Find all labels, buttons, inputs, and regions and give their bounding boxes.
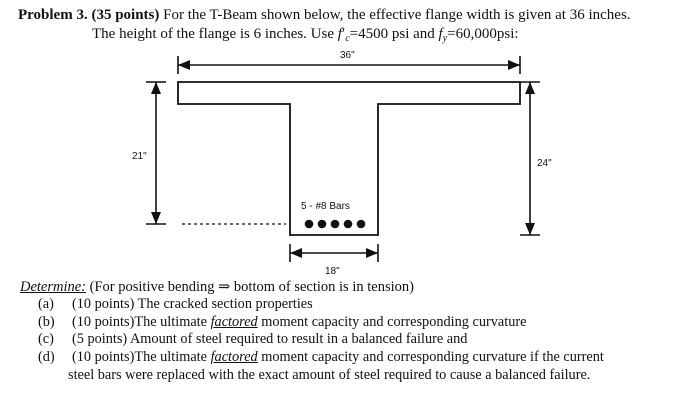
fy-symbol: f <box>438 26 443 42</box>
rebar-5 <box>356 219 366 229</box>
problem-label: Problem 3. (35 points) <box>18 7 160 23</box>
determine-label: Determine: <box>20 279 87 295</box>
item-text: (10 points)The ultimate <box>72 349 211 365</box>
dim-21-arrow-bottom <box>151 212 161 224</box>
fc-value: =4500 psi and <box>349 26 439 42</box>
t-beam-outline <box>177 81 521 236</box>
list-item-continuation: steel bars were replaced with the exact … <box>68 367 590 384</box>
web-width-label: 18" <box>325 266 340 277</box>
dim-21-arrow-top <box>151 82 161 94</box>
dim-18-arrow-right <box>366 248 378 258</box>
item-text: (10 points) The cracked section properti… <box>72 296 313 312</box>
rebar-3 <box>330 219 340 229</box>
item-letter: (b) <box>38 314 55 330</box>
fc-prime: ′ <box>341 26 346 42</box>
list-item: (d) (10 points)The ultimate factored mome… <box>38 349 604 366</box>
flange-width-label: 36" <box>340 50 355 61</box>
determine-intro-b: bottom of section is in tension) <box>230 279 414 295</box>
fc-symbol: f <box>337 26 342 42</box>
item-text-cont: moment capacity and corresponding curvat… <box>257 314 527 330</box>
list-item: (a) (10 points) The cracked section prope… <box>38 296 313 313</box>
rebar-4 <box>343 219 353 229</box>
fy-subscript: y <box>442 33 448 44</box>
problem-statement-line2: The height of the flange is 6 inches. Us… <box>92 25 519 48</box>
item-text: steel bars were replaced with the exact … <box>68 367 591 383</box>
problem-statement-text: For the T-Beam shown below, the effectiv… <box>163 7 631 23</box>
item-emphasis: factored <box>210 349 258 365</box>
item-text: (10 points)The ultimate <box>72 314 211 330</box>
dim-24-arrow-bottom <box>525 223 535 235</box>
item-text: (5 points) Amount of steel required to r… <box>72 331 468 347</box>
left-height-label: 21" <box>132 151 147 162</box>
implies-arrow-icon: ⇒ <box>218 279 231 295</box>
determine-intro: Determine: (For positive bending ⇒ botto… <box>20 278 414 296</box>
determine-intro-a: (For positive bending <box>86 279 219 295</box>
rebar-2 <box>317 219 327 229</box>
dim-18-arrow-left <box>290 248 302 258</box>
item-emphasis: factored <box>210 314 258 330</box>
item-letter: (a) <box>38 296 54 312</box>
bars-label: 5 - #8 Bars <box>301 201 350 212</box>
flange-height-text: The height of the flange is 6 inches. Us… <box>92 26 338 42</box>
fy-value: =60,000psi: <box>447 26 519 42</box>
fc-subscript: c <box>345 33 350 44</box>
item-letter: (d) <box>38 349 55 365</box>
list-item: (c) (5 points) Amount of steel required t… <box>38 331 467 348</box>
rebar-1 <box>304 219 314 229</box>
dim-36-arrow-right <box>508 60 520 70</box>
item-text-cont: moment capacity and corresponding curvat… <box>257 349 604 365</box>
item-letter: (c) <box>38 331 54 347</box>
dim-36-arrow-left <box>178 60 190 70</box>
right-height-label: 24" <box>537 158 552 169</box>
list-item: (b) (10 points)The ultimate factored mome… <box>38 314 526 331</box>
problem-statement-line1: Problem 3. (35 points) For the T-Beam sh… <box>18 6 631 24</box>
dim-24-arrow-top <box>525 82 535 94</box>
